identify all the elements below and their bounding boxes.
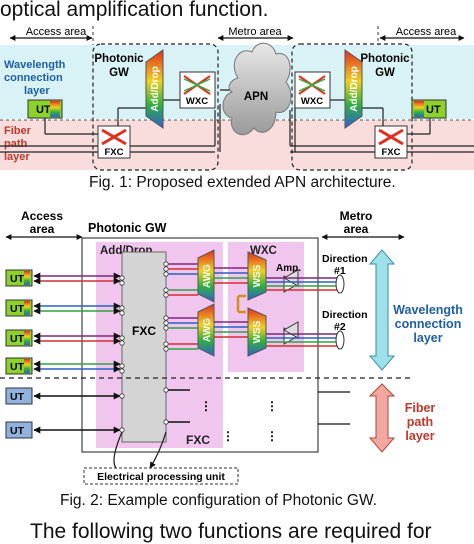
fig2-electrical-unit-label: Electrical processing unit — [97, 471, 225, 483]
svg-text:UT: UT — [10, 425, 25, 437]
fig2-wss-interconnect — [236, 294, 246, 314]
fig1-fiber-label-1: Fiber — [4, 125, 32, 137]
fig2-access-label-2: area — [30, 222, 55, 236]
fig1-add-drop-right-label: Add/Drop — [349, 66, 360, 112]
fig2-photonic-gw-label: Photonic GW — [88, 221, 167, 235]
svg-text:UT: UT — [36, 104, 51, 116]
fig1-add-drop-right — [344, 49, 363, 129]
fig2-fxc-label: FXC — [132, 324, 156, 338]
fig1-gw-left-label-2: GW — [109, 67, 129, 79]
fig2: Access area Metro area Photonic GW Add/D… — [0, 209, 463, 485]
fig2-electrical-unit-box — [83, 467, 239, 485]
svg-text:WSS: WSS — [252, 264, 263, 287]
fig2-ut-rows: UT UT UT UT — [5, 269, 121, 439]
fig1-wavelength-label-3: layer — [24, 85, 50, 97]
fig2-awg-wss-links — [214, 267, 248, 338]
fig1-fxc-left: FXC — [97, 125, 131, 159]
fig2-metro-links — [266, 277, 340, 347]
fig2-wavelength-label-1: Wavelength — [393, 303, 463, 317]
fig2-awg-2: AWG — [197, 303, 215, 357]
fig2-fxc-ports — [119, 261, 169, 433]
svg-text:UT: UT — [426, 104, 441, 116]
fig2-ut-6: UT — [5, 421, 121, 439]
fig1-wxc-left: WXC — [179, 71, 216, 109]
fig1-metro-area: Metro area — [228, 26, 282, 38]
fig2-wss-2: WSS — [247, 307, 267, 357]
fig2-fxc-bottom-label: FXC — [186, 433, 210, 447]
fig2-metro-label-2: area — [344, 222, 369, 236]
fig1-wavelength-label-2: connection — [4, 72, 63, 84]
fig2-dots-2: ⋮ — [266, 399, 278, 413]
fig2-fxc-box — [121, 251, 167, 443]
fig2-fiber-double-arrow — [368, 383, 396, 453]
fig2-direction1-label-2: #1 — [334, 265, 346, 277]
fig2-eu-links — [113, 431, 167, 468]
svg-text:UT: UT — [10, 273, 25, 285]
fig2-fiber-out-links — [318, 391, 350, 425]
fig2-ut-5: UT — [5, 387, 121, 405]
fig2-amp-label: Amp. — [276, 263, 301, 274]
fig2-ut-4: UT — [5, 357, 121, 375]
svg-text:UT: UT — [10, 333, 25, 345]
fig2-awg-1: AWG — [197, 249, 215, 303]
fig2-direction2-label-1: Direction — [322, 309, 368, 321]
fig2-wavelength-label-3: layer — [413, 331, 442, 345]
cloud-icon: APN — [222, 42, 292, 136]
svg-text:AWG: AWG — [202, 318, 213, 342]
svg-text:WSS: WSS — [252, 320, 263, 343]
fig1-fiber-label-2: path — [4, 138, 28, 150]
fig1-gw-right-label-2: GW — [375, 67, 395, 79]
fig1-wavelength-label-1: Wavelength — [4, 59, 66, 71]
fig2-direction1-label-1: Direction — [322, 253, 368, 265]
fig2-wss-1: WSS — [247, 251, 267, 301]
body-text-bottom: The following two functions are required… — [30, 520, 432, 543]
fig2-wavelength-label-2: connection — [395, 317, 462, 331]
svg-text:AWG: AWG — [202, 264, 213, 288]
fig2-fiber-label-1: Fiber — [405, 401, 436, 415]
fig1-fxc-right-label: FXC — [382, 147, 401, 158]
fig1-add-drop-left — [145, 49, 164, 129]
fig1-caption: Fig. 1: Proposed extended APN architectu… — [89, 174, 396, 191]
fig1-ut-right: UT — [411, 99, 447, 119]
fig2-direction1-port — [335, 274, 345, 294]
fig2-wxc-label: WXC — [250, 245, 277, 257]
fig2-direction2-port — [335, 330, 345, 350]
fig2-access-label-1: Access — [21, 209, 63, 223]
fig2-metro-label-1: Metro — [340, 209, 373, 223]
fig1-ut-left: UT — [27, 99, 63, 119]
fig2-wavelength-double-arrow — [368, 249, 396, 371]
fig1-wxc-right: WXC — [294, 71, 331, 109]
fig2-ut-1: UT — [5, 269, 121, 287]
fig1-photonic-gw-left — [92, 43, 219, 171]
fig1-wxc-right-label: WXC — [301, 96, 323, 107]
fig1-gw-right-label-1: Photonic — [360, 53, 410, 65]
fig1-apn-label: APN — [244, 91, 268, 103]
body-text-top: optical amplification function. — [0, 0, 269, 21]
fig2-dots-3: ⋮ — [222, 429, 234, 443]
fig2-fxc-awg-links — [168, 263, 198, 423]
svg-text:UT: UT — [10, 391, 25, 403]
fig1-gw-left-label-1: Photonic — [94, 53, 144, 65]
fig2-direction2-label-2: #2 — [334, 321, 346, 333]
fig1-fiber-label-3: layer — [4, 151, 30, 163]
svg-text:UT: UT — [10, 303, 25, 315]
fig1-access-area-right: Access area — [396, 26, 457, 38]
fig2-fiber-label-2: path — [407, 415, 433, 429]
fig1-add-drop-left-label: Add/Drop — [150, 66, 161, 112]
fig2-ut-3: UT — [5, 329, 121, 347]
fig1: Access area Metro area Access area Wavel… — [0, 26, 474, 171]
fig1-access-area-left: Access area — [26, 26, 87, 38]
fig1-fxc-left-label: FXC — [105, 147, 124, 158]
fig2-dots-4: ⋮ — [266, 429, 278, 443]
fig1-fxc-right: FXC — [374, 125, 408, 159]
fig2-dots-1: ⋮ — [200, 399, 212, 413]
fig2-fiber-label-3: layer — [405, 429, 434, 443]
fig1-wxc-left-label: WXC — [186, 96, 208, 107]
fig2-caption: Fig. 2: Example configuration of Photoni… — [60, 492, 378, 509]
svg-text:UT: UT — [10, 361, 25, 373]
fig2-ut-2: UT — [5, 299, 121, 317]
